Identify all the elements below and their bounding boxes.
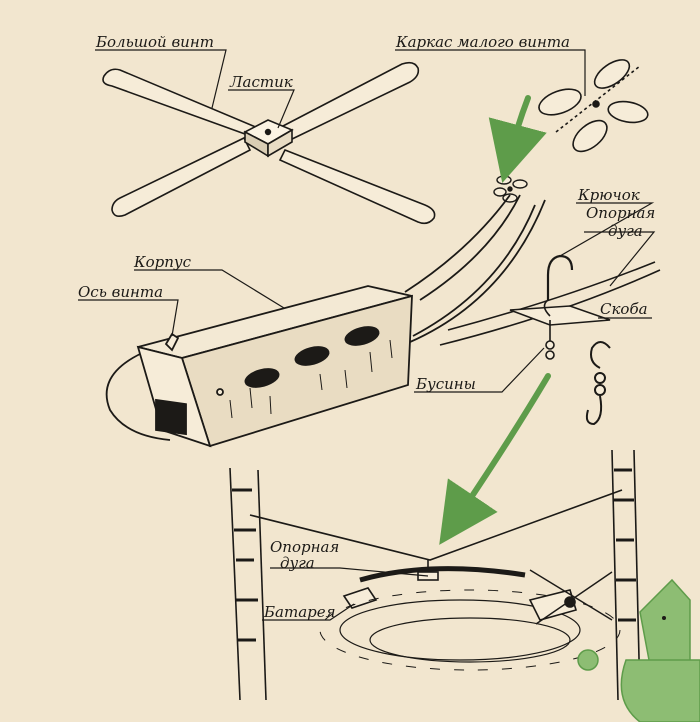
label-support-arc-top-2: дуга xyxy=(608,222,643,240)
label-battery: Батарея xyxy=(263,603,336,621)
mini-helicopter xyxy=(528,589,578,621)
rotor-axis-peg xyxy=(164,332,180,352)
rotor-blade-ne xyxy=(281,61,420,142)
hook xyxy=(546,254,574,300)
label-body: Корпус xyxy=(133,253,192,271)
figure-body xyxy=(620,659,700,722)
window-3 xyxy=(344,326,380,346)
label-bracket: Скоба xyxy=(600,300,648,318)
label-hook: Крючок xyxy=(577,186,640,204)
s-hook xyxy=(585,341,611,426)
label-support-arc-top-1: Опорная xyxy=(586,204,655,222)
rotor-pin xyxy=(264,128,272,136)
leader-lines xyxy=(78,49,656,621)
tree-left-edge xyxy=(229,467,241,701)
tree-left-bark xyxy=(232,488,258,642)
figure-hand xyxy=(577,649,599,671)
bead-1 xyxy=(545,340,555,350)
green-figure xyxy=(577,578,700,722)
water-ring-1 xyxy=(339,599,581,661)
body-end xyxy=(136,345,212,448)
helicopter-body xyxy=(105,194,546,448)
label-big-rotor: Большой винт xyxy=(95,33,214,51)
big-rotor xyxy=(102,61,436,225)
bead-2 xyxy=(545,350,555,360)
support-arc-line-1 xyxy=(447,261,656,331)
label-support-arc-bottom-2: дуга xyxy=(280,554,315,572)
tree-right-bark xyxy=(614,468,636,622)
label-beads: Бусины xyxy=(415,375,476,393)
battery-bottom xyxy=(342,587,378,609)
green-arrow-top xyxy=(488,95,547,183)
green-arrow-middle xyxy=(439,373,551,545)
label-small-rotor-frame: Каркас малого винта xyxy=(395,33,570,51)
tree-right-edge xyxy=(611,449,619,701)
rotor-blade-sw xyxy=(111,136,252,217)
small-rotor-frame xyxy=(538,59,649,153)
window-2 xyxy=(294,346,330,366)
rotor-blade-se xyxy=(278,148,436,225)
small-rotor xyxy=(493,175,528,203)
label-eraser: Ластик xyxy=(229,73,293,91)
body-battery xyxy=(155,398,187,436)
loop-wire xyxy=(105,353,171,441)
label-rotor-axis: Ось винта xyxy=(78,283,163,301)
label-support-arc-bottom-1: Опорная xyxy=(270,538,339,556)
hook-assembly xyxy=(439,254,661,360)
bracket xyxy=(509,305,611,326)
support-arc-bottom xyxy=(359,566,526,583)
support-cable xyxy=(249,489,623,561)
window-1 xyxy=(244,368,280,388)
